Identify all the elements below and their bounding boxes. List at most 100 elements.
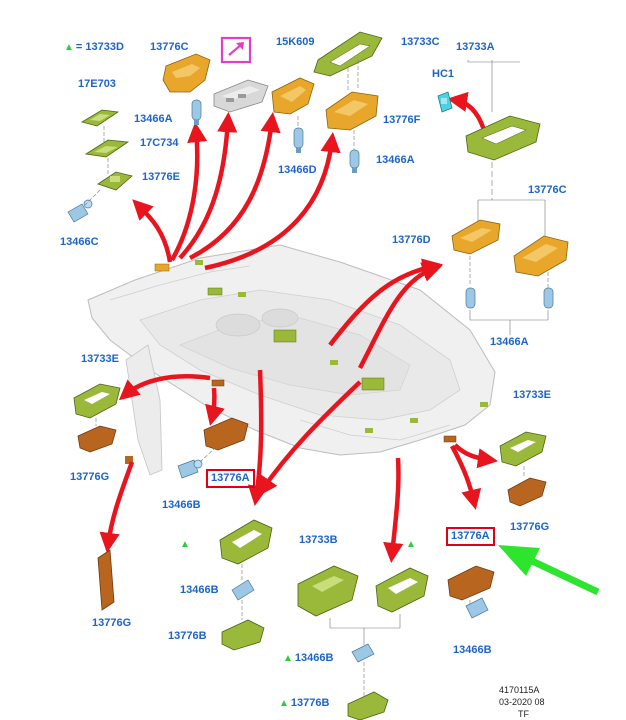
label-13466C[interactable]: 13466C xyxy=(60,236,99,248)
part-13776F xyxy=(325,91,379,131)
label-17C734[interactable]: 17C734 xyxy=(140,137,179,149)
label-13466B-low: ▲13466B xyxy=(283,652,333,665)
part-13733D-mid xyxy=(219,519,273,565)
headliner-panel xyxy=(87,244,496,476)
arrow-to-HC1 xyxy=(446,91,487,131)
legend-arrow-box xyxy=(220,36,252,64)
label-13733C[interactable]: 13733C xyxy=(401,36,440,48)
part-13733A xyxy=(465,115,541,161)
triangle-icon: ▲ xyxy=(64,42,74,53)
label-13776D[interactable]: 13776D xyxy=(392,234,431,246)
part-13776A-right xyxy=(447,565,495,601)
triangle-icon: ▲ xyxy=(279,698,289,709)
label-15K609[interactable]: 15K609 xyxy=(276,36,315,48)
bulb-13466B-low xyxy=(351,643,375,663)
label-13466B-low-text[interactable]: 13466B xyxy=(294,652,334,664)
arrow-to-13776F xyxy=(204,131,341,271)
label-13776F[interactable]: 13776F xyxy=(383,114,421,126)
part-13776A-left xyxy=(203,417,249,451)
leader-lines-right xyxy=(467,60,549,335)
arrow-to-13776E xyxy=(132,199,173,263)
footer-illustration-id: 4170115A xyxy=(499,685,540,695)
arrow-to-13733B-center xyxy=(257,380,362,497)
arrow-to-rear-dome xyxy=(328,258,443,347)
label-13776A-right[interactable]: 13776A xyxy=(446,527,495,546)
label-13776E[interactable]: 13776E xyxy=(142,171,180,183)
label-13466B-right[interactable]: 13466B xyxy=(453,644,492,656)
label-13776B-low-text[interactable]: 13776B xyxy=(290,697,330,709)
triangle-marker-mid: ▲ xyxy=(180,538,192,551)
label-13776B-mid[interactable]: 13776B xyxy=(168,630,207,642)
green-pointer-arrow xyxy=(498,545,600,596)
triangle-icon: ▲ xyxy=(406,539,416,550)
leader-13733B-group xyxy=(329,614,401,698)
part-13776E xyxy=(97,171,133,191)
part-17E703 xyxy=(80,109,120,127)
part-13776G-right xyxy=(507,477,547,507)
bulb-13466C xyxy=(67,199,93,223)
bulbs-13466A-right xyxy=(465,287,554,309)
label-13776G-bottom[interactable]: 13776G xyxy=(92,617,132,629)
part-13776G-left xyxy=(77,425,117,453)
part-13776C-right xyxy=(513,235,569,277)
label-13776B-low: ▲13776B xyxy=(279,697,329,710)
part-13776D xyxy=(451,219,501,255)
label-HC1[interactable]: HC1 xyxy=(432,68,455,80)
label-13733E-right[interactable]: 13733E xyxy=(513,389,551,401)
arrow-to-15K609 xyxy=(188,111,281,261)
label-13733E-left[interactable]: 13733E xyxy=(81,353,119,365)
part-overhead-console xyxy=(213,79,269,113)
label-13776C-top[interactable]: 13776C xyxy=(150,41,189,53)
legend-note: ▲= 13733D xyxy=(64,41,124,54)
arrow-to-overhead-console xyxy=(178,111,238,260)
part-13733B xyxy=(297,565,359,617)
bulb-13466A-mid xyxy=(349,149,360,173)
arrow-to-13733B-right xyxy=(383,457,404,564)
label-13466A-right[interactable]: 13466A xyxy=(490,336,529,348)
triangle-icon: ▲ xyxy=(180,539,190,550)
arrow-to-13733E-right xyxy=(453,443,499,469)
label-13466A-left[interactable]: 13466A xyxy=(134,113,173,125)
label-13466B-mid[interactable]: 13466B xyxy=(180,584,219,596)
part-17C734 xyxy=(84,139,130,158)
bulb-13466B-left xyxy=(177,459,203,479)
part-13733E-left xyxy=(73,383,121,419)
part-13776G-bottom xyxy=(97,549,115,611)
label-13466D[interactable]: 13466D xyxy=(278,164,317,176)
part-13776B-low xyxy=(347,691,389,720)
part-13733C xyxy=(313,31,383,92)
triangle-marker-right: ▲ xyxy=(406,538,418,551)
part-HC1-connector xyxy=(437,91,453,113)
label-13466B-left[interactable]: 13466B xyxy=(162,499,201,511)
legend-note-text: = 13733D xyxy=(75,41,124,53)
label-13776A-left[interactable]: 13776A xyxy=(206,469,255,488)
label-13776G-right[interactable]: 13776G xyxy=(510,521,550,533)
leader-lines-left xyxy=(84,126,109,206)
arrow-to-13733E-left xyxy=(118,373,211,401)
leader-13466B-left xyxy=(199,447,216,463)
label-17E703[interactable]: 17E703 xyxy=(78,78,116,90)
label-13776C-right[interactable]: 13776C xyxy=(528,184,567,196)
label-13733B[interactable]: 13733B xyxy=(299,534,338,546)
part-13733E-right xyxy=(499,431,547,467)
bulb-13466D xyxy=(293,127,304,153)
bulb-13466B-right xyxy=(465,597,489,619)
part-13776C-top xyxy=(162,53,211,93)
part-13733D-right xyxy=(375,567,429,613)
label-13776G-left[interactable]: 13776G xyxy=(70,471,110,483)
label-13733A[interactable]: 13733A xyxy=(456,41,495,53)
footer-code: TF xyxy=(518,709,529,719)
arrow-to-13776A-left xyxy=(205,387,225,426)
footer-date: 03-2020 08 xyxy=(499,697,545,707)
arrow-to-13776A-right xyxy=(450,444,482,510)
arrow-to-13776G-left xyxy=(99,461,135,554)
arrow-to-13776C xyxy=(170,121,208,262)
part-15K609 xyxy=(271,77,315,115)
red-callout-arrows xyxy=(99,91,499,564)
triangle-icon: ▲ xyxy=(283,653,293,664)
bulb-13466B-mid xyxy=(231,579,255,601)
label-13466A-mid[interactable]: 13466A xyxy=(376,154,415,166)
bulb-13466A-left xyxy=(191,99,202,125)
